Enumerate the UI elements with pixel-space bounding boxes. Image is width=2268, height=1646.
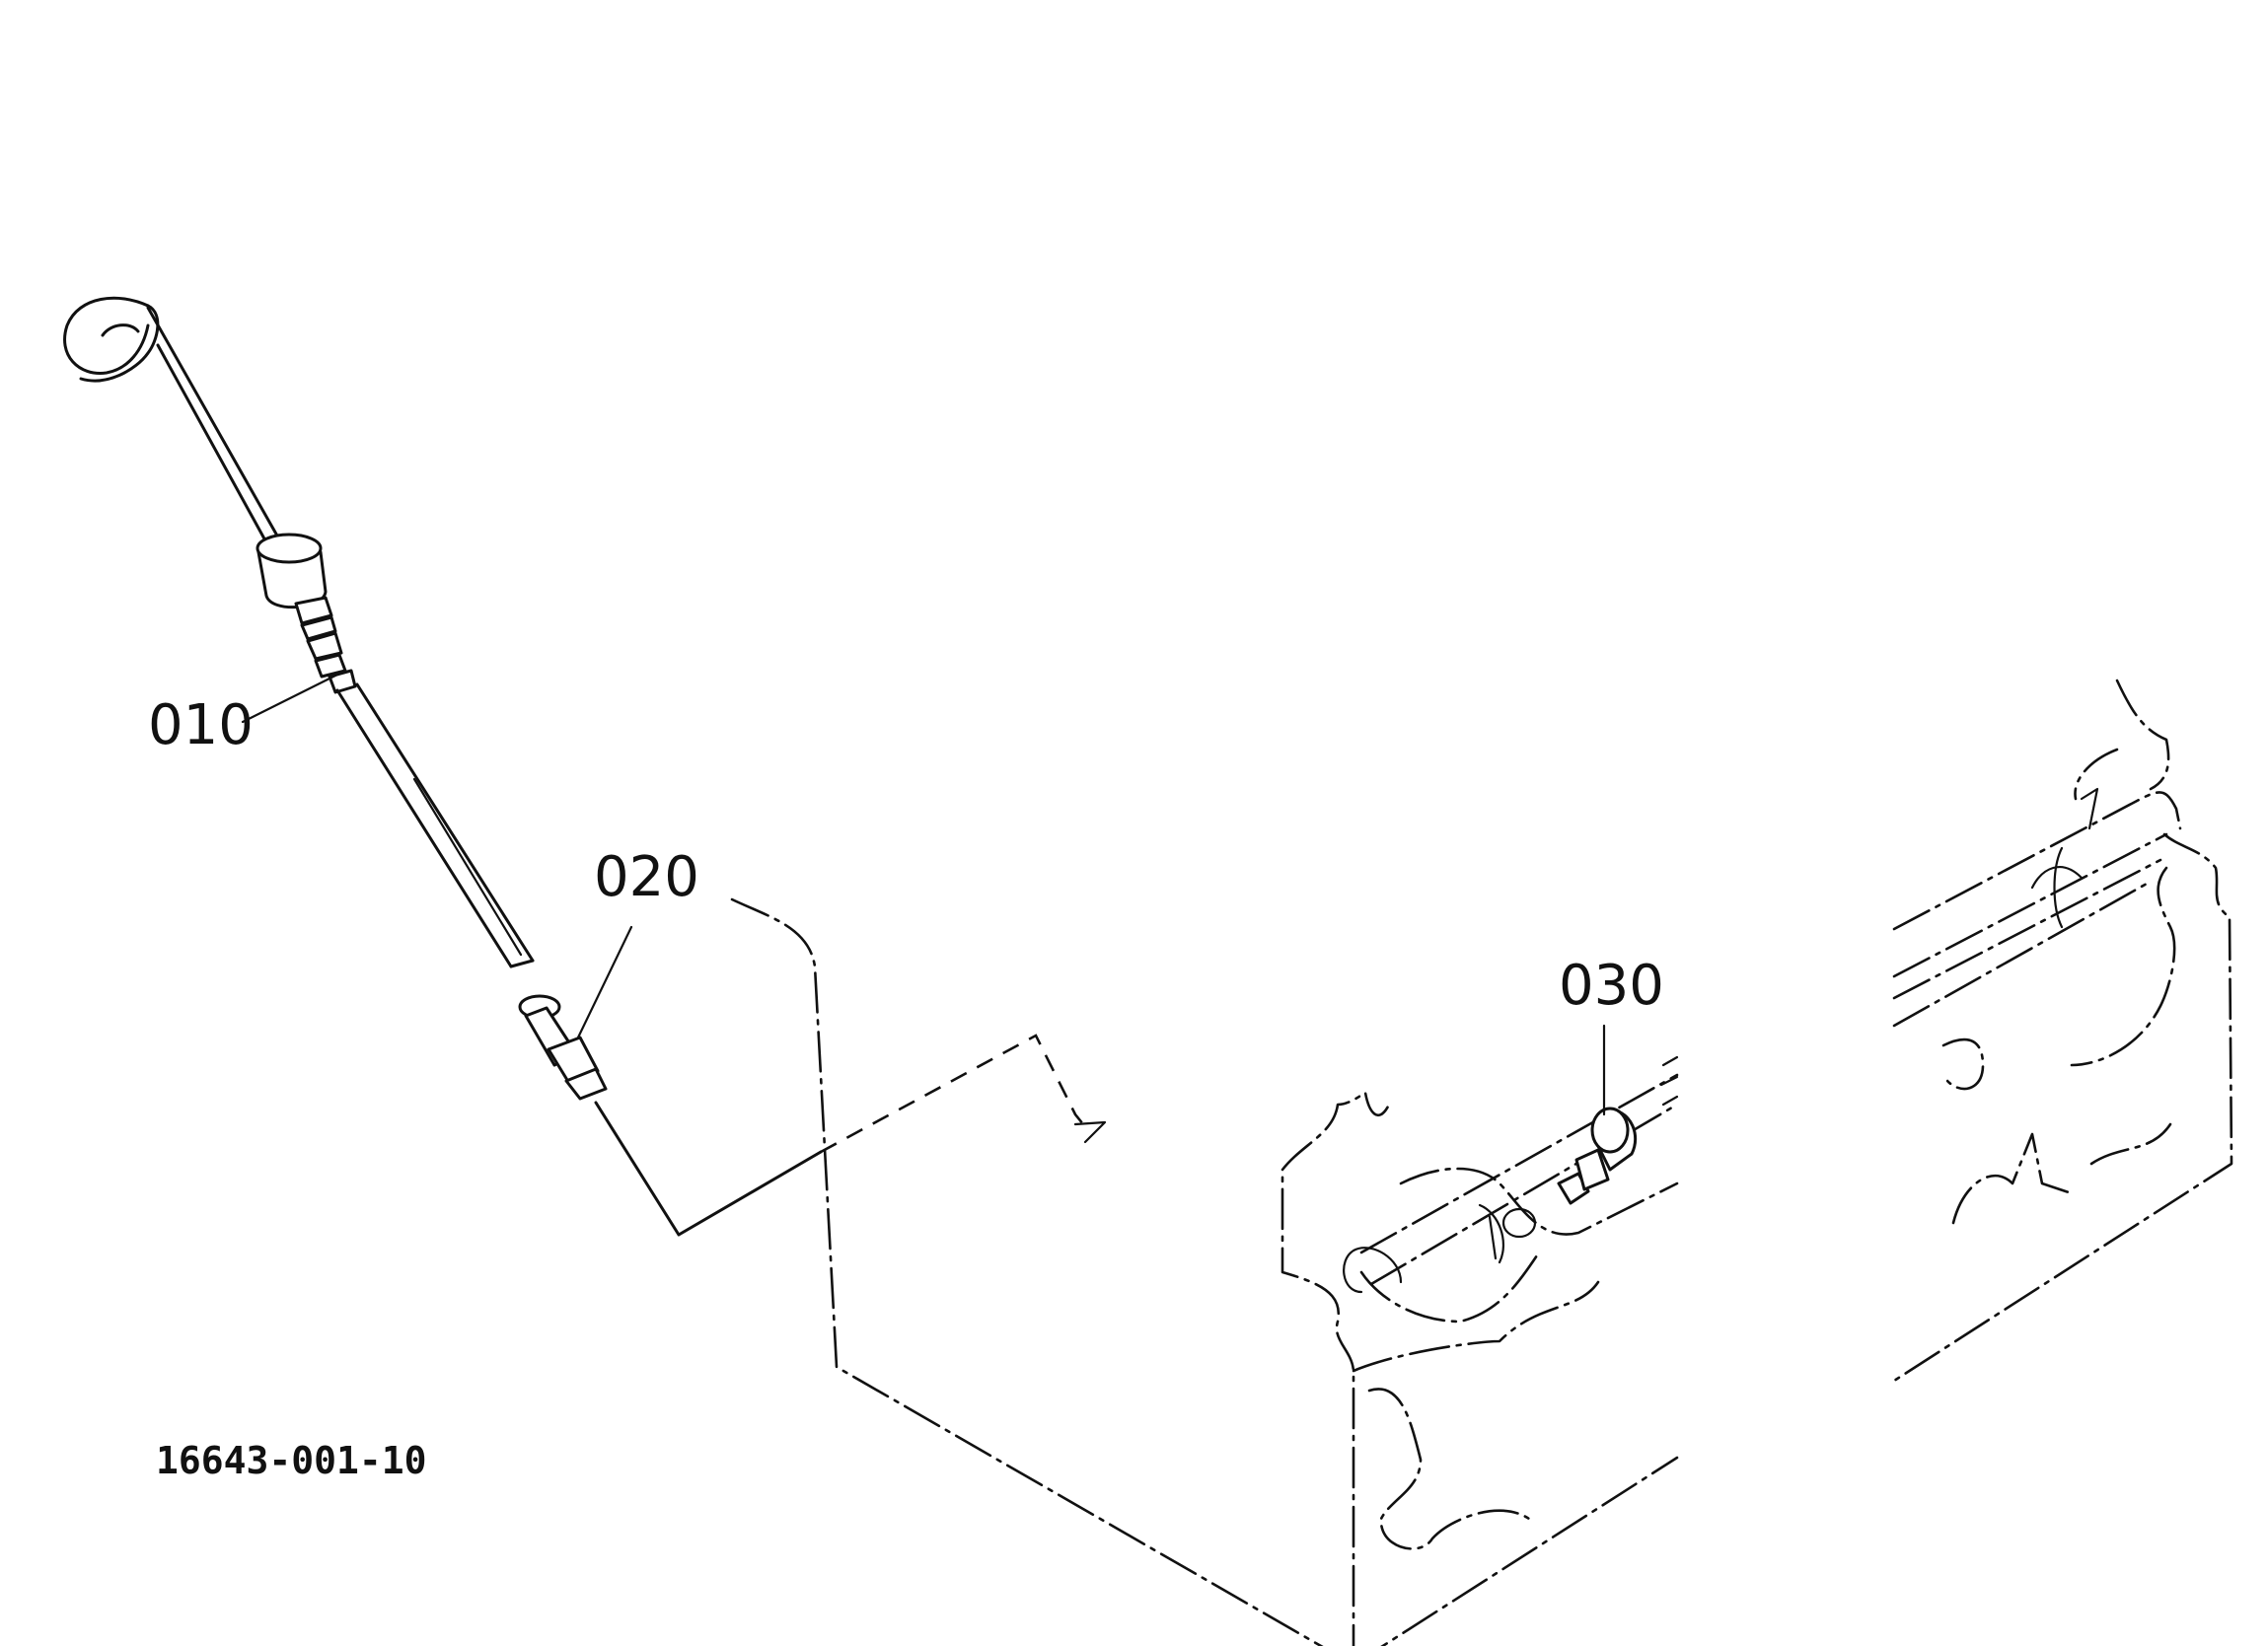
engine-block-section-right	[1892, 679, 2233, 1383]
leader-010	[241, 671, 343, 724]
drawing-code: 16643-001-10	[156, 1439, 427, 1482]
callout-030: 030	[1559, 954, 1664, 1018]
dipstick	[63, 296, 535, 968]
dipstick-guide-pipe	[518, 994, 1107, 1237]
engine-block-outline	[730, 897, 1679, 1646]
callout-020: 020	[594, 845, 699, 909]
leader-020	[576, 925, 633, 1039]
callout-010: 010	[148, 693, 254, 757]
drain-plug	[1557, 1107, 1638, 1205]
leader-lines	[241, 671, 1606, 1116]
